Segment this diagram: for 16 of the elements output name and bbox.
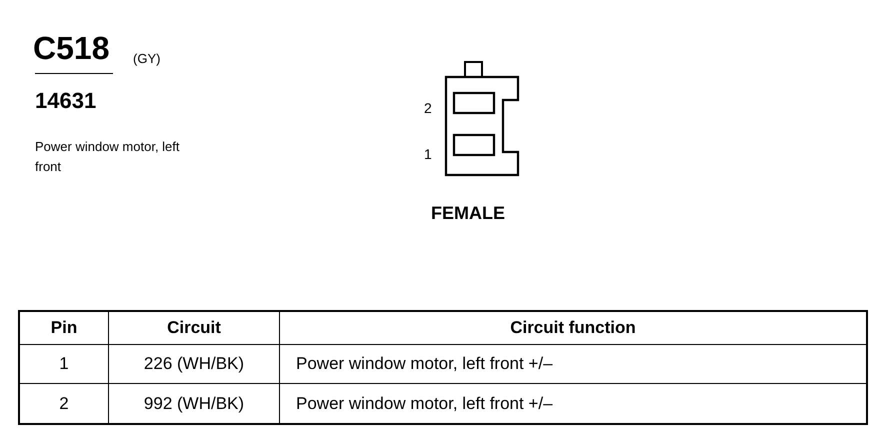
column-header: Circuit function	[280, 312, 866, 345]
color-code: (GY)	[133, 50, 160, 67]
column-header: Pin	[20, 312, 109, 345]
table-cell: 226 (WH/BK)	[109, 345, 280, 384]
pin-number: 1	[424, 145, 432, 163]
table-cell: 1	[20, 345, 109, 384]
table-cell: Power window motor, left front +/–	[280, 345, 866, 384]
part-number: 14631	[35, 88, 96, 114]
table-cell: 992 (WH/BK)	[109, 384, 280, 423]
gender-label: FEMALE	[431, 202, 505, 224]
description: Power window motor, left front	[35, 138, 181, 176]
table-cell-text: Power window motor, left front +/–	[295, 392, 554, 414]
column-header: Circuit	[109, 312, 280, 345]
connector-id: C518	[33, 30, 110, 66]
pin-number: 2	[424, 99, 432, 117]
table-cell: 2	[20, 384, 109, 423]
